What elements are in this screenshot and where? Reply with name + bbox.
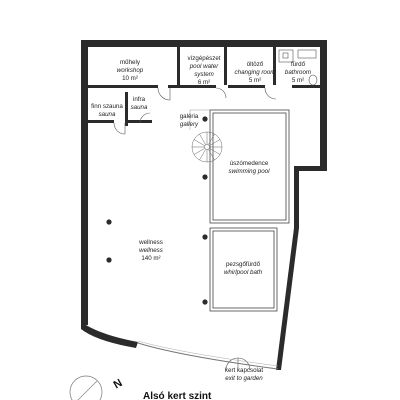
svg-text:finn szauna: finn szauna [91,103,123,110]
svg-text:6 m²: 6 m² [198,79,210,86]
wall-top [81,40,327,47]
washbasin [297,49,317,59]
room-label-whirlpool: pezsgőfürdő whirlpool bath [224,261,263,276]
stair-tread [193,147,205,155]
stair-tread [199,133,206,145]
compass-circle-icon [69,375,103,400]
svg-text:galéria: galéria [180,113,199,120]
door-infra [139,112,151,124]
svg-text:műhely: műhely [120,59,141,66]
svg-text:whirlpool bath: whirlpool bath [224,269,263,276]
svg-text:sauna: sauna [131,104,148,111]
svg-text:öltöző: öltöző [247,61,264,68]
column [106,257,112,263]
columns [106,116,208,305]
wall-right-upper [320,40,327,168]
toilet [308,74,318,86]
room-label-changing-room: öltöző changing room 5 m² [235,61,276,84]
svg-text:exit to garden: exit to garden [225,375,263,382]
doors [113,87,277,371]
wall-divider-1 [177,47,180,85]
svg-text:140 m²: 140 m² [141,255,160,262]
compass-needle-icon [77,380,98,400]
whirlpool-inner [212,230,275,309]
svg-text:sauna: sauna [99,111,116,118]
column [106,219,112,225]
svg-text:changing room: changing room [235,69,276,76]
svg-text:5 m²: 5 m² [292,77,304,84]
room-label-pool-water-system: vízgépészet pool water system 6 m² [187,55,220,86]
stair-tread [209,139,221,147]
door-workshop [157,87,171,101]
door-water-system [215,87,227,99]
wall-right-lower [294,166,299,228]
spiral-staircase [189,109,223,163]
door-sauna [113,122,126,135]
svg-text:gallery: gallery [180,121,199,128]
column [202,299,208,305]
column [202,234,208,240]
stair-tread [208,149,215,161]
whirlpool-outer [209,227,278,312]
bathroom-fixtures [278,49,318,86]
svg-text:vízgépészet: vízgépészet [187,55,220,62]
wall-right-diagonal [276,228,299,370]
shower-tray [278,49,294,63]
plan-title: Alsó kert szint [143,391,212,400]
stair-tread [208,133,215,145]
room-label-infra-sauna: infra sauna [131,96,148,111]
room-label-finn-sauna: finn szauna sauna [91,103,123,118]
room-label-gallery: galéria gallery [180,113,199,128]
outer-walls [81,40,327,370]
wall-row-bottom-a [88,85,158,88]
room-label-garden-exit: kert kapcsolat exit to garden [225,367,263,382]
stair-core [204,144,210,150]
pools [209,109,290,312]
wall-left-curve [81,322,138,348]
glass-front [137,342,279,370]
wall-row-bottom-b [168,85,216,88]
svg-text:5 m²: 5 m² [249,77,261,84]
wall-sauna-bottom [88,120,114,123]
wall-left [81,40,88,325]
column [202,116,208,122]
glass-front-inner [137,340,279,367]
svg-text:infra: infra [133,96,146,103]
room-label-swimming-pool: úszómedence swimming pool [229,160,271,175]
wall-row-bottom-c [228,85,265,88]
column [202,174,208,180]
door-garden-a [225,357,239,371]
svg-text:pool water: pool water [189,63,219,70]
stair-tread [193,139,205,147]
svg-text:bathroom: bathroom [285,69,311,76]
stair-tread [209,147,221,155]
svg-text:wellness: wellness [139,247,163,254]
wall-divider-2 [224,47,227,85]
svg-text:kert kapcsolat: kert kapcsolat [225,367,263,374]
swimming-pool-inner [212,112,287,221]
stair-tread [199,149,206,161]
shower-drain [282,52,289,59]
compass: N [69,375,125,400]
svg-text:10 m²: 10 m² [122,75,138,82]
wall-divider-3 [273,47,276,85]
svg-text:swimming pool: swimming pool [229,168,271,175]
svg-text:wellness: wellness [138,239,163,246]
svg-text:workshop: workshop [117,67,144,74]
room-label-wellness: wellness wellness 140 m² [138,239,163,262]
swimming-pool-outer [209,109,290,224]
svg-text:system: system [194,71,214,78]
wall-sauna-divider [125,92,128,126]
svg-text:pezsgőfürdő: pezsgőfürdő [226,261,261,268]
door-changing [264,87,277,100]
compass-north-label: N [112,377,125,391]
wall-right-step [298,166,327,171]
room-label-workshop: műhely workshop 10 m² [117,59,144,82]
wall-row-bottom-d [292,85,320,88]
svg-text:úszómedence: úszómedence [230,160,269,167]
room-label-bathroom: fürdő bathroom 5 m² [285,61,311,84]
svg-text:fürdő: fürdő [291,61,306,68]
